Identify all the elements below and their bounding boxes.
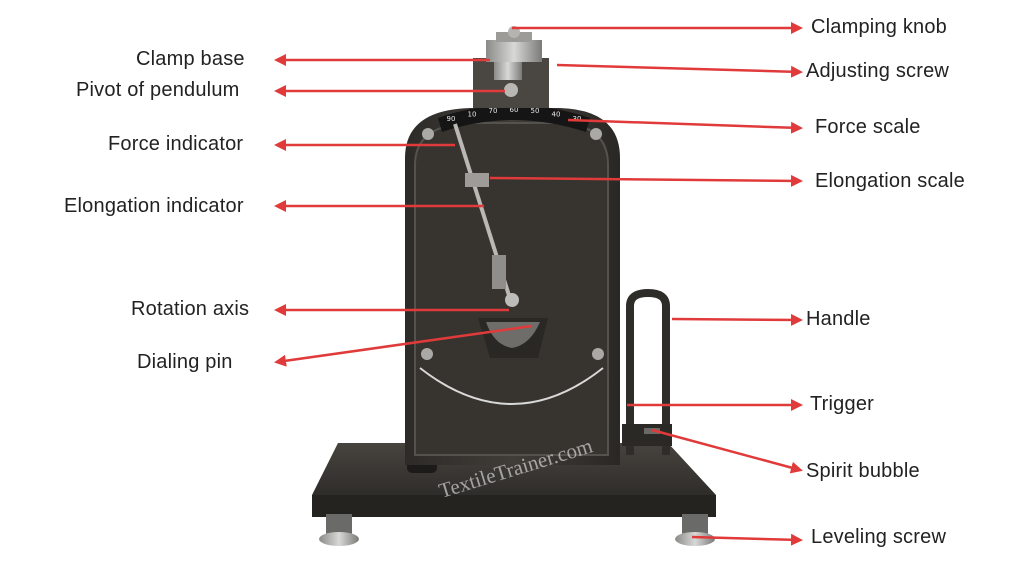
scale-number: 40 <box>552 111 561 119</box>
arrow-adjusting-screw <box>556 63 803 78</box>
arrow-dialing-pin <box>274 324 533 367</box>
leveling-foot-right <box>675 514 715 546</box>
scale-number: 10 <box>468 111 477 119</box>
arrow-leveling-screw <box>691 533 803 546</box>
force-scale-arc <box>438 105 590 132</box>
arrow-handle <box>671 313 803 326</box>
label-force-scale: Force scale <box>815 116 921 138</box>
label-pivot-of-pendulum: Pivot of pendulum <box>76 79 240 101</box>
scale-numbers: 90 10 70 60 50 40 30 <box>447 106 582 123</box>
pendulum <box>453 123 548 358</box>
label-elongation-indicator: Elongation indicator <box>64 195 244 217</box>
label-leveling-screw: Leveling screw <box>811 526 947 548</box>
leveling-foot-left <box>319 514 359 546</box>
label-dialing-pin: Dialing pin <box>137 351 233 373</box>
label-handle: Handle <box>806 308 871 330</box>
label-trigger: Trigger <box>810 393 875 415</box>
label-rotation-axis: Rotation axis <box>131 298 250 320</box>
scale-number: 70 <box>489 107 498 115</box>
scale-number: 30 <box>573 115 582 123</box>
scale-number: 60 <box>510 106 519 114</box>
arrow-force-scale <box>567 118 803 134</box>
scale-number: 90 <box>447 115 456 123</box>
label-clamp-base: Clamp base <box>136 48 245 70</box>
lower-arc <box>419 367 604 405</box>
label-spirit-bubble: Spirit bubble <box>806 460 920 482</box>
label-adjusting-screw: Adjusting screw <box>806 60 950 82</box>
label-force-indicator: Force indicator <box>108 133 244 155</box>
arrow-elongation-scale <box>489 174 803 187</box>
clamp-assembly <box>473 26 549 108</box>
corner-screws <box>421 128 604 360</box>
label-clamping-knob: Clamping knob <box>811 16 948 38</box>
arrow-spirit-bubble <box>651 428 803 474</box>
label-elongation-scale: Elongation scale <box>815 170 965 192</box>
scale-number: 50 <box>531 107 540 115</box>
